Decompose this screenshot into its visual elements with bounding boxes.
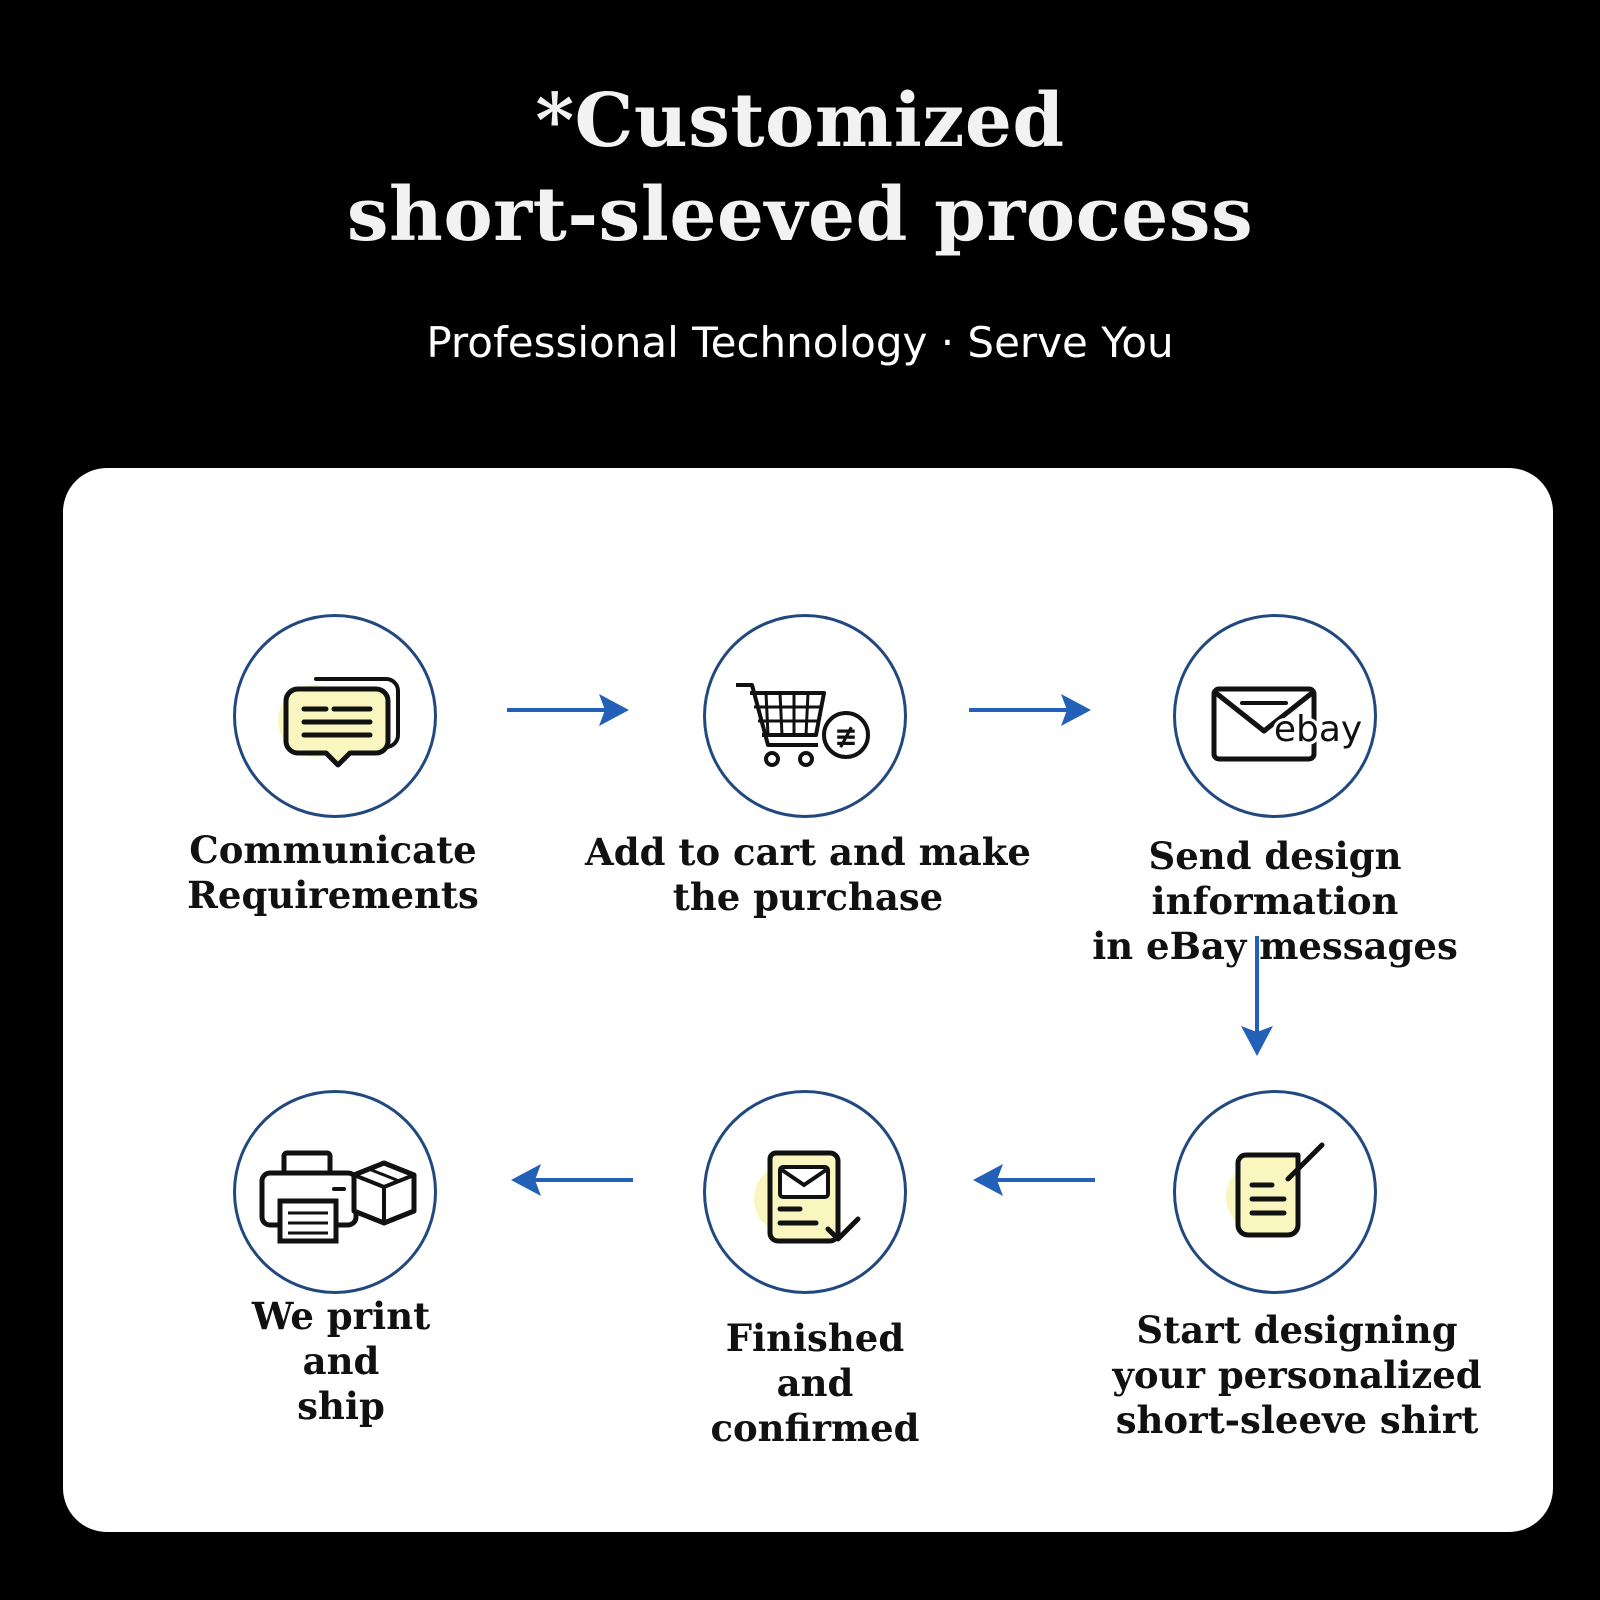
arrow-right-2 bbox=[969, 694, 1091, 726]
step-label-confirmed: Finished and confirmed bbox=[710, 1316, 920, 1450]
step-label-ebay: Send design information in eBay messages bbox=[1092, 834, 1458, 968]
step-circle-cart: ≢ bbox=[703, 614, 907, 818]
step-circle-design bbox=[1173, 1090, 1377, 1294]
ebay-logo-text: ebay bbox=[1274, 709, 1362, 750]
step-label-design: Start designing your personalized short-… bbox=[1112, 1308, 1482, 1442]
step-circle-confirmed bbox=[703, 1090, 907, 1294]
document-check-icon bbox=[754, 1150, 861, 1244]
step-label-communicate: Communicate Requirements bbox=[187, 828, 479, 917]
title-line-2: short-sleeved process bbox=[346, 172, 1254, 258]
document-pen-icon bbox=[1226, 1142, 1325, 1238]
ebay-envelope-icon: ebay bbox=[1211, 686, 1365, 762]
step-circle-ship bbox=[233, 1090, 437, 1294]
printer-box-icon bbox=[259, 1150, 417, 1244]
chat-bubbles-icon bbox=[278, 677, 400, 768]
title-line-1: *Customized bbox=[535, 78, 1065, 164]
process-panel: Communicate Requirements ≢ Add to cart a… bbox=[63, 468, 1553, 1532]
step-circle-communicate bbox=[233, 614, 437, 818]
step-label-cart: Add to cart and make the purchase bbox=[585, 830, 1031, 919]
arrow-left-2 bbox=[511, 1164, 633, 1196]
step-label-ship: We print and ship bbox=[251, 1294, 431, 1428]
arrow-left-1 bbox=[973, 1164, 1095, 1196]
arrow-right-1 bbox=[507, 694, 629, 726]
step-circle-ebay: ebay bbox=[1173, 614, 1377, 818]
arrow-down bbox=[1241, 936, 1273, 1056]
shopping-cart-icon: ≢ bbox=[736, 683, 870, 767]
subtitle: Professional Technology · Serve You bbox=[426, 318, 1174, 367]
coin-symbol: ≢ bbox=[834, 720, 857, 753]
